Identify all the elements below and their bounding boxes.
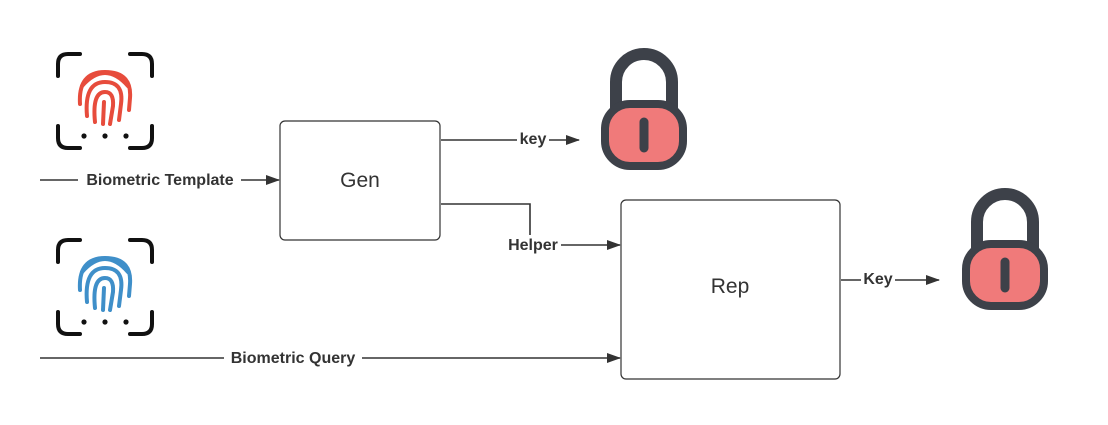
rep-key-label: Key — [863, 271, 892, 288]
biometric-template-label: Biometric Template — [86, 172, 233, 189]
gen-box — [279, 120, 441, 241]
gen-key-label: key — [520, 131, 547, 148]
rep-box — [620, 199, 841, 380]
gen-box-label: Gen — [340, 169, 380, 192]
padlock-icon — [966, 194, 1044, 306]
fingerprint-scan-icon — [56, 52, 154, 150]
rep-box-label: Rep — [711, 275, 750, 298]
fingerprint-scan-icon — [56, 238, 154, 336]
helper-arrow — [441, 203, 621, 250]
biometric-query-label: Biometric Query — [231, 350, 356, 367]
helper-label: Helper — [508, 237, 558, 254]
padlock-icon — [605, 54, 683, 166]
